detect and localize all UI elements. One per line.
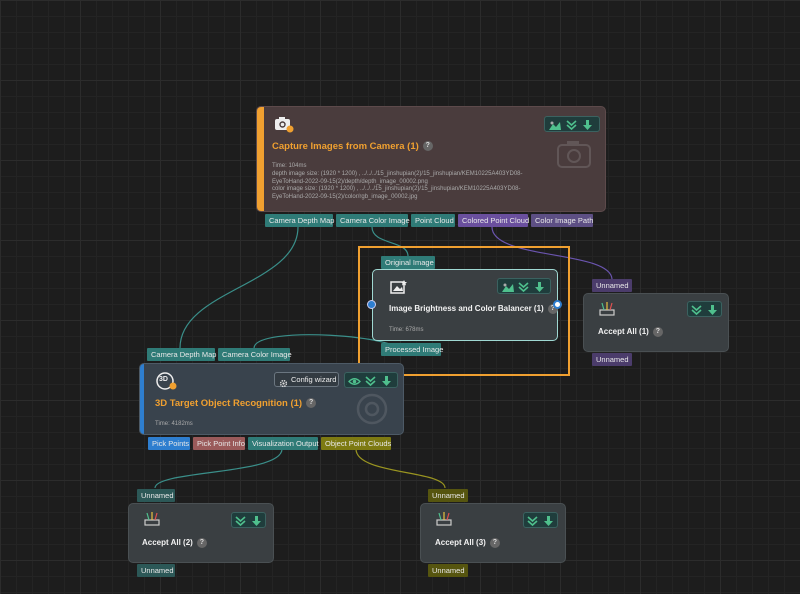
download-icon[interactable] (582, 118, 593, 136)
3d-badge-label: 3D (159, 376, 168, 383)
recog-time: Time: 4182ms (155, 421, 193, 427)
port-camera-depth-map[interactable]: Camera Depth Map (265, 214, 334, 227)
recog-title-text: 3D Target Object Recognition (1) (155, 398, 303, 409)
chevron-down-double-icon[interactable] (235, 514, 246, 532)
port-point-cloud[interactable]: Point Cloud (411, 214, 455, 227)
antenna-icon (598, 300, 616, 321)
port-pick-point-info[interactable]: Pick Point Info (193, 437, 245, 450)
port-color-image-path[interactable]: Color Image Path (531, 214, 593, 227)
chevron-down-double-icon[interactable] (527, 514, 538, 532)
3d-target-recognition-node[interactable]: 3D Config wizard 3D Target Object Recogn… (139, 363, 404, 435)
node-accent-bar (257, 107, 264, 211)
download-icon[interactable] (707, 303, 718, 321)
gear-icon (279, 375, 288, 393)
recog-node-title: 3D Target Object Recognition (1)? (155, 398, 317, 409)
port-original-image[interactable]: Original Image (381, 256, 435, 269)
accept1-title-text: Accept All (1) (598, 327, 649, 337)
accept2-output-port[interactable]: Unnamed (137, 564, 175, 577)
port-processed-image[interactable]: Processed Image (381, 343, 443, 356)
antenna-icon (143, 510, 161, 531)
accept1-title: Accept All (1)? (598, 327, 663, 337)
capture-title-text: Capture Images from Camera (1) (272, 141, 419, 152)
wire-objpc-to-accept3 (355, 448, 446, 489)
eye-icon[interactable] (348, 374, 361, 392)
image-brightness-balancer-node[interactable]: Image Brightness and Color Balancer (1)?… (372, 269, 558, 341)
capture-info-line: EyeToHand-2022-09-15(2)/depth/depth_imag… (272, 178, 428, 185)
help-icon[interactable]: ? (652, 327, 663, 337)
help-icon[interactable]: ? (489, 538, 500, 548)
recognition-watermark-icon (354, 392, 390, 431)
visualize-icon[interactable] (501, 280, 515, 298)
config-wizard-button[interactable]: Config wizard (274, 372, 339, 388)
accept3-output-port[interactable]: Unnamed (428, 564, 468, 577)
balancer-node-title: Image Brightness and Color Balancer (1)? (389, 304, 558, 314)
node-accent-bar (140, 364, 144, 434)
wire-vis-to-accept2 (154, 448, 283, 489)
camera-icon (274, 115, 294, 133)
capture-time: Time: 104ms (272, 163, 307, 169)
recog-node-toolbar (344, 372, 398, 388)
help-icon[interactable]: ? (306, 398, 317, 409)
accept2-title: Accept All (2)? (142, 538, 207, 548)
port-pick-points[interactable]: Pick Points (148, 437, 190, 450)
selection-box (358, 246, 570, 376)
download-icon[interactable] (251, 514, 262, 532)
accept3-title: Accept All (3)? (435, 538, 500, 548)
port-visualization-output[interactable]: Visualization Output (248, 437, 319, 450)
capture-info-line: depth image size: (1920 * 1200) , ../../… (272, 171, 523, 177)
accept3-title-text: Accept All (3) (435, 538, 486, 548)
chevron-down-double-icon[interactable] (566, 118, 577, 136)
recog-input-color[interactable]: Camera Color Image (218, 348, 292, 361)
accept2-input-port[interactable]: Unnamed (137, 489, 175, 502)
port-colored-point-cloud[interactable]: Colored Point Cloud (458, 214, 529, 227)
download-icon[interactable] (534, 280, 545, 298)
port-camera-color-image[interactable]: Camera Color Image (336, 214, 410, 227)
image-adjust-icon (390, 279, 408, 300)
download-icon[interactable] (381, 374, 392, 392)
accept1-output-port[interactable]: Unnamed (592, 353, 632, 366)
help-icon[interactable]: ? (547, 304, 558, 314)
chevron-down-double-icon[interactable] (691, 303, 702, 321)
capture-info-line: color image size: (1920 * 1200) , ../../… (272, 186, 521, 192)
accept2-title-text: Accept All (2) (142, 538, 193, 548)
visualize-icon[interactable] (548, 118, 562, 136)
wire-depth-to-recog (179, 226, 299, 349)
chevron-down-double-icon[interactable] (365, 374, 376, 392)
port-object-point-clouds[interactable]: Object Point Clouds (321, 437, 391, 450)
accept1-toolbar (687, 301, 722, 317)
recog-input-depth[interactable]: Camera Depth Map (147, 348, 216, 361)
balancer-output-handle[interactable] (553, 300, 562, 309)
capture-node-title: Capture Images from Camera (1)? (272, 141, 433, 152)
balancer-time: Time: 678ms (389, 327, 424, 333)
accept-all-3-node[interactable]: Accept All (3)? (420, 503, 566, 563)
camera-watermark-icon (557, 139, 591, 169)
wire-color-to-original (371, 226, 409, 257)
accept3-toolbar (523, 512, 558, 528)
capture-info-line: EyeToHand-2022-09-15(2)/color/rgb_image_… (272, 193, 418, 200)
balancer-input-handle[interactable] (367, 300, 376, 309)
antenna-icon (435, 510, 453, 531)
accept3-input-port[interactable]: Unnamed (428, 489, 468, 502)
capture-node-toolbar (544, 116, 600, 132)
capture-info: depth image size: (1920 * 1200) , ../../… (272, 171, 523, 201)
accept-all-1-node[interactable]: Accept All (1)? (583, 293, 729, 352)
accept1-input-port[interactable]: Unnamed (592, 279, 632, 292)
accept2-toolbar (231, 512, 266, 528)
balancer-title-text: Image Brightness and Color Balancer (1) (389, 304, 544, 314)
config-wizard-label: Config wizard (291, 375, 337, 384)
chevron-down-double-icon[interactable] (518, 280, 529, 298)
download-icon[interactable] (543, 514, 554, 532)
accept-all-2-node[interactable]: Accept All (2)? (128, 503, 274, 563)
balancer-node-toolbar (497, 278, 551, 294)
3d-recognition-icon: 3D (155, 371, 177, 391)
help-icon[interactable]: ? (422, 141, 433, 152)
wire-pointcloud-to-accept1 (491, 226, 613, 280)
help-icon[interactable]: ? (196, 538, 207, 548)
capture-images-node[interactable]: Capture Images from Camera (1)? Time: 10… (256, 106, 606, 212)
